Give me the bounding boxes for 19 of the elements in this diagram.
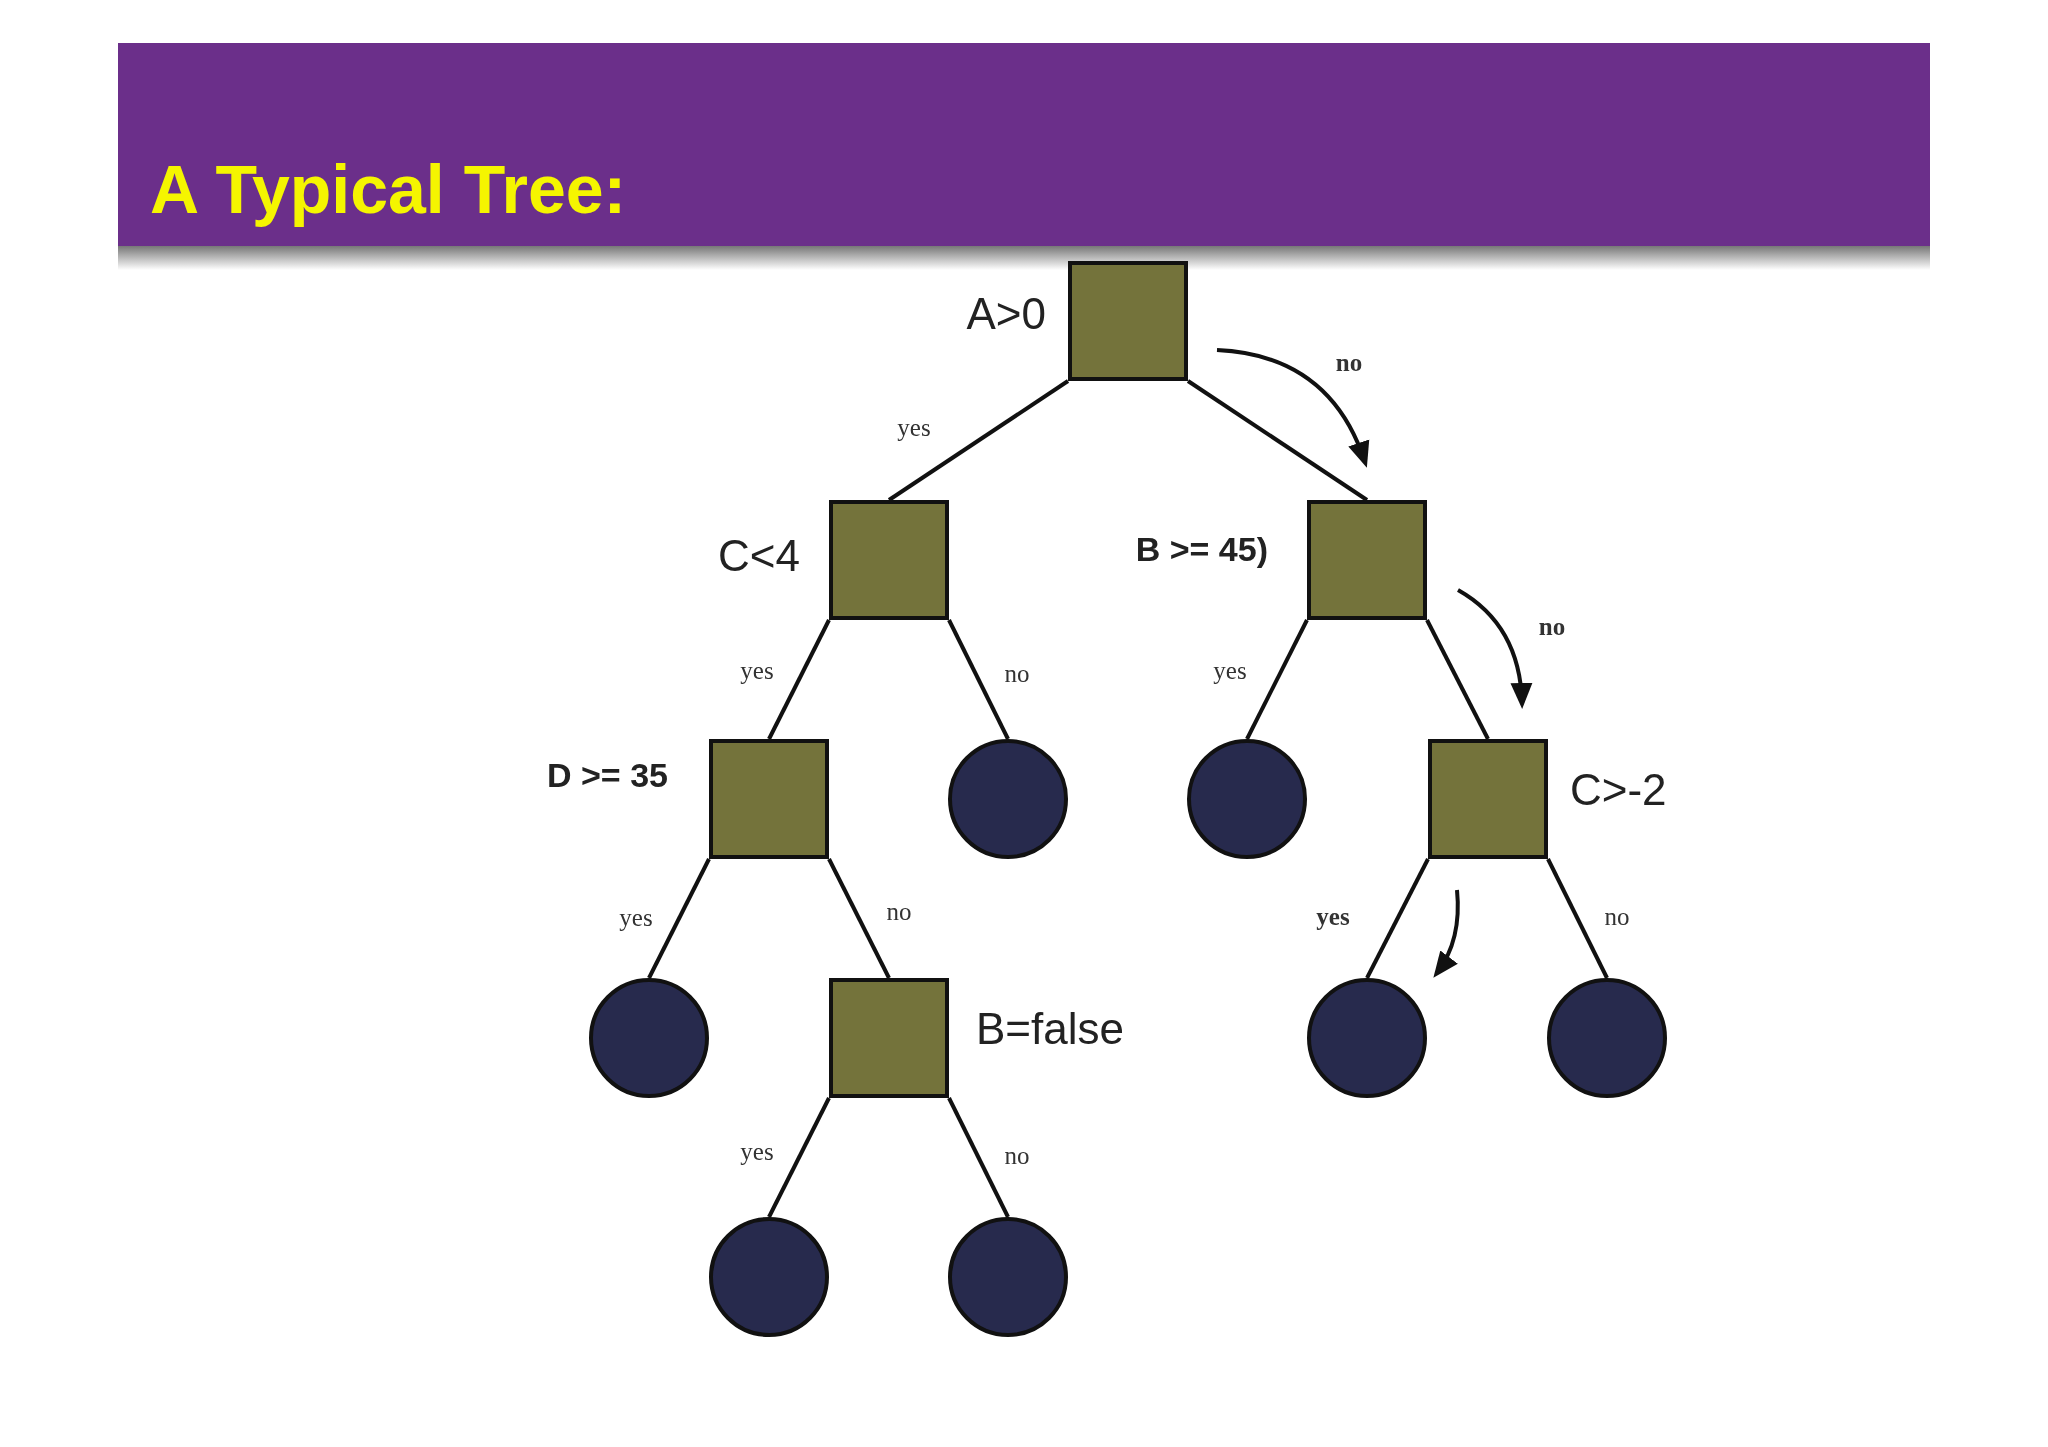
branch-line [947,619,1010,740]
slide-title: A Typical Tree: [150,150,627,228]
branch-line [827,858,891,979]
branch-line [647,858,711,979]
condition-label: C<4 [718,530,800,581]
condition-label: C>-2 [1570,764,1667,815]
condition-label: B >= 45) [1135,529,1268,569]
condition-label: A>0 [966,288,1046,339]
branch-line [1425,619,1490,740]
branch-line [767,619,831,740]
condition-label: B=false [976,1003,1124,1054]
branch-line [887,379,1070,502]
condition-label: D >= 35 [547,755,668,795]
branch-line [1186,379,1369,502]
branch-line [1546,858,1609,979]
branch-line [947,1097,1010,1218]
branch-line [1365,858,1430,979]
branch-line [767,1097,831,1218]
branch-line [1245,619,1309,740]
